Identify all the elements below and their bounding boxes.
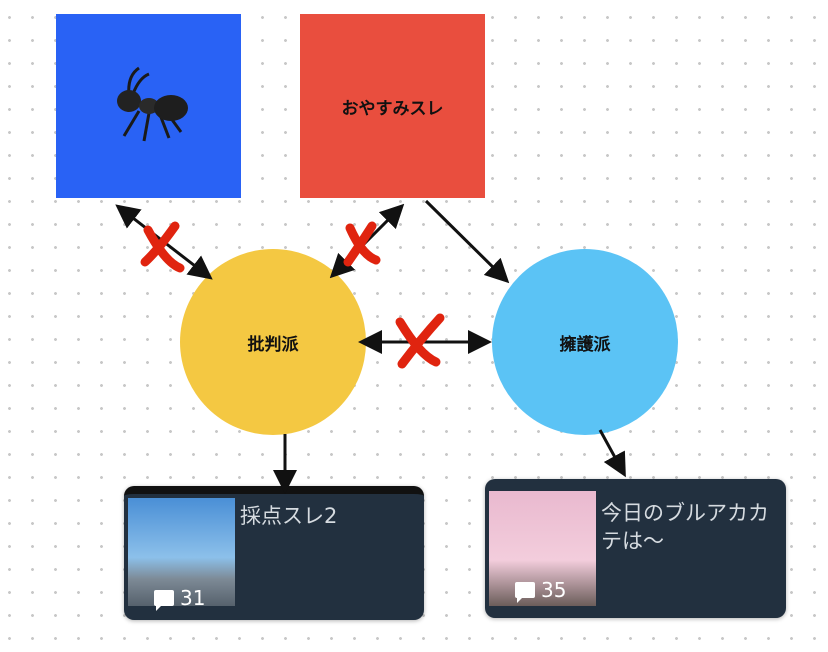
- critics-node[interactable]: 批判派: [180, 249, 366, 435]
- comment-count-value: 31: [180, 586, 206, 610]
- comment-count: 31: [154, 586, 206, 611]
- thread-title: 採点スレ2: [240, 504, 338, 528]
- cross-mark: [140, 221, 185, 273]
- thread-title: 今日のブルアカカテは〜: [601, 501, 769, 553]
- defenders-node[interactable]: 擁護派: [492, 249, 678, 435]
- ant-icon: [116, 66, 188, 142]
- arrow-oyasumi-defenders: [424, 199, 510, 284]
- comment-icon: [515, 582, 535, 603]
- ant-node[interactable]: [56, 14, 241, 198]
- thread-card[interactable]: 採点スレ2 31: [124, 486, 424, 620]
- cross-mark: [343, 221, 381, 267]
- thread-thumbnail: [489, 491, 596, 606]
- comment-icon: [154, 590, 174, 611]
- oyasumi-label: おやすみスレ: [341, 98, 444, 119]
- comment-count-value: 35: [541, 578, 567, 602]
- comment-count: 35: [515, 578, 567, 603]
- oyasumi-node[interactable]: おやすみスレ: [300, 14, 485, 198]
- thread-thumbnail: [128, 498, 235, 606]
- defenders-label: 擁護派: [559, 334, 611, 355]
- thread-card[interactable]: 今日のブルアカカテは〜 35: [485, 479, 786, 618]
- critics-label: 批判派: [247, 334, 299, 355]
- cross-mark: [395, 313, 445, 369]
- arrow-defenders-card: [598, 429, 626, 478]
